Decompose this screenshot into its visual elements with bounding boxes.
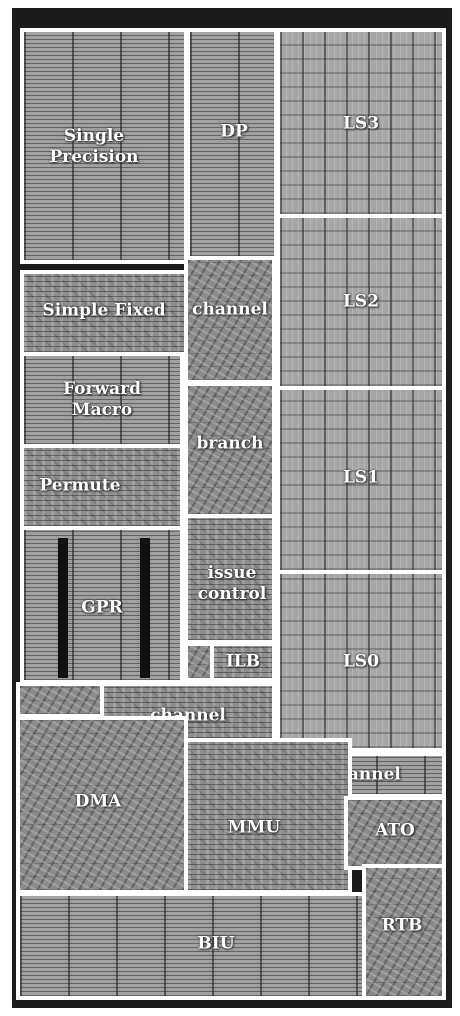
label-branch: branch (197, 433, 264, 454)
label-ato: ATO (375, 820, 415, 841)
label-ilb: ILB (226, 651, 260, 672)
label-line: Precision (49, 147, 139, 167)
label-mmu: MMU (228, 817, 280, 838)
gpr-dark-column (140, 538, 150, 678)
block-ls2: LS2 (276, 214, 446, 390)
block-dp: DP (186, 28, 278, 264)
label-channel-upper: channel (192, 299, 268, 320)
label-line: Single (63, 125, 125, 146)
label-line: Macro (71, 400, 133, 420)
label-line: BIU (197, 933, 235, 954)
label-gpr: GPR (81, 597, 122, 618)
label-ls3: LS3 (343, 113, 379, 134)
block-channel-upper: channel (184, 256, 276, 384)
label-line: ILB (225, 651, 261, 672)
block-unlabeled-left-channel (16, 682, 104, 718)
block-biu: BIU (16, 892, 366, 1000)
label-line: Forward (63, 378, 141, 399)
block-dma: DMA (16, 716, 188, 894)
label-line: branch (196, 433, 264, 454)
block-ls0: LS0 (276, 570, 446, 752)
block-ls3: LS3 (276, 28, 446, 218)
label-line: RTB (381, 915, 423, 936)
label-simple-fixed: Simple Fixed (42, 300, 165, 321)
label-line: LS3 (342, 113, 380, 134)
label-ls2: LS2 (343, 291, 379, 312)
label-line: channel (192, 299, 268, 320)
block-simple-fixed: Simple Fixed (20, 270, 188, 356)
block-rtb: RTB (362, 864, 446, 1000)
label-line: MMU (227, 817, 281, 838)
label-line: Permute (39, 475, 121, 496)
label-ls1: LS1 (343, 467, 379, 488)
block-permute: Permute (20, 444, 184, 530)
label-forward-macro: Forward Macro (63, 379, 141, 422)
label-line: DP (220, 121, 248, 142)
block-ls1: LS1 (276, 386, 446, 574)
label-issue-control: issue control (198, 563, 267, 606)
label-line: LS2 (342, 291, 380, 312)
block-branch: branch (184, 382, 276, 518)
label-single-precision: Single Precision (49, 126, 138, 169)
gpr-dark-column (58, 538, 68, 678)
block-ato: ATO (344, 796, 446, 870)
label-line: LS0 (342, 651, 380, 672)
label-dp: DP (220, 121, 248, 142)
block-ilb: ILB (210, 642, 276, 682)
block-mmu: MMU (184, 738, 352, 894)
label-dma: DMA (75, 791, 122, 812)
block-forward-macro: Forward Macro (20, 352, 184, 448)
label-biu: BIU (197, 933, 234, 954)
label-permute: Permute (39, 475, 120, 496)
label-line: DMA (74, 791, 122, 812)
block-single-precision: Single Precision (20, 28, 188, 264)
die-photo: Single Precision DP LS3 Simple Fixed cha… (12, 8, 452, 1008)
label-ls0: LS0 (343, 651, 379, 672)
label-rtb: RTB (382, 915, 423, 936)
label-line: issue (207, 562, 257, 583)
label-line: Simple Fixed (42, 300, 166, 321)
block-issue-control: issue control (184, 514, 276, 644)
label-line: ATO (375, 820, 415, 841)
label-line: LS1 (342, 467, 380, 488)
label-line: control (197, 584, 267, 604)
block-gpr: GPR (20, 526, 184, 684)
label-line: GPR (81, 597, 123, 618)
